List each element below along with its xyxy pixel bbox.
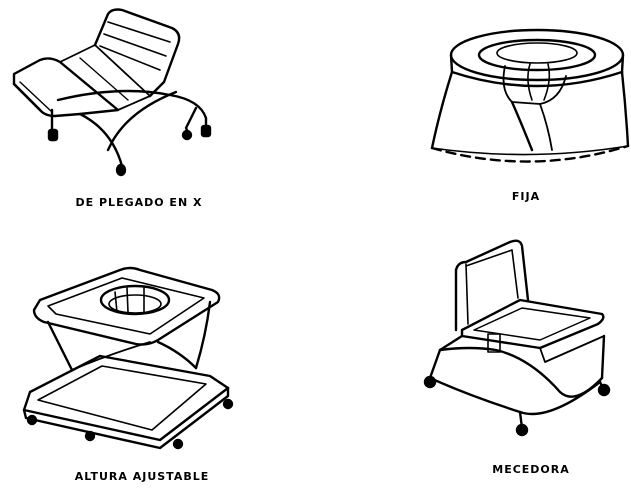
fixed-walker-illustration <box>432 30 628 162</box>
x-folding-walker-illustration <box>14 10 210 176</box>
caption-fixed-walker: FIJA <box>511 190 541 203</box>
caption-x-folding-walker: DE PLEGADO EN X <box>75 196 203 209</box>
rocking-chair-walker-illustration <box>425 241 609 435</box>
adjustable-height-walker-illustration <box>24 268 232 448</box>
caption-adjustable-height-walker: ALTURA AJUSTABLE <box>74 470 210 483</box>
caption-rocking-chair-walker: MECEDORA <box>492 463 570 476</box>
